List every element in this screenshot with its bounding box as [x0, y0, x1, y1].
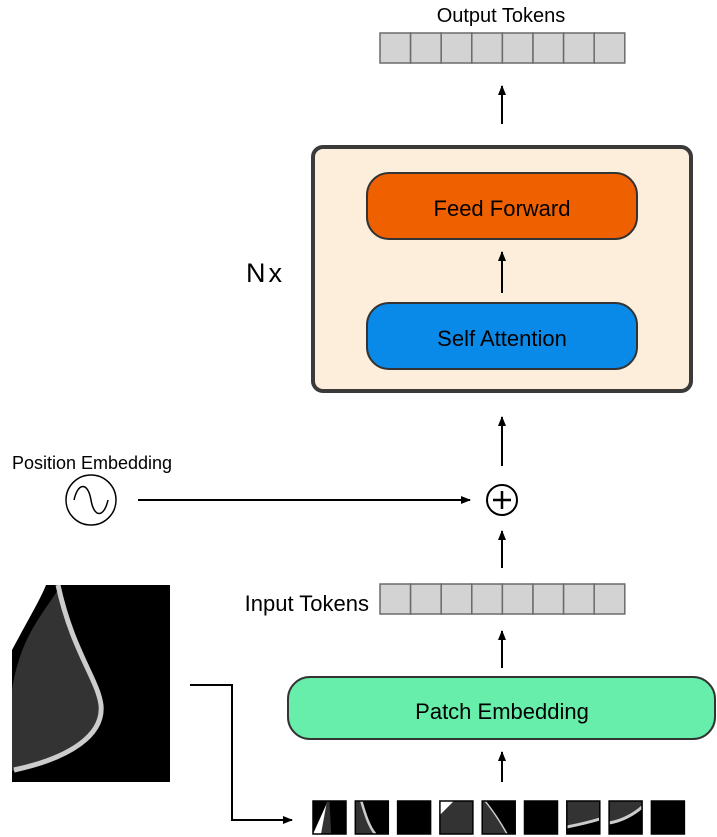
image-patch: [650, 800, 686, 835]
image-patch: [396, 800, 432, 835]
self-attention-box: [366, 302, 638, 370]
feed-forward-box: [366, 172, 638, 240]
output-token: [409, 32, 442, 64]
image-patch: [354, 800, 390, 835]
input-token: [562, 583, 595, 615]
position-embedding-label: Position Embedding: [12, 453, 172, 473]
sine-wave-icon: [65, 474, 117, 526]
input-token: [440, 583, 473, 615]
output-tokens-label: Output Tokens: [437, 5, 566, 27]
transformer-block: Nx Feed Forward Self Attention: [246, 145, 693, 393]
input-token: [409, 583, 442, 615]
feed-forward-label: Feed Forward: [434, 196, 571, 221]
patch-embedding-box: [287, 676, 716, 740]
input-token: [532, 583, 565, 615]
input-tokens-label: Input Tokens: [245, 591, 369, 616]
input-token: [471, 583, 504, 615]
image-patch: [481, 800, 516, 835]
image-patch: [523, 800, 559, 835]
output-token: [501, 32, 534, 64]
output-token-row: [379, 32, 626, 64]
output-token: [440, 32, 473, 64]
output-token: [471, 32, 504, 64]
input-token-row: [379, 583, 626, 615]
image-patch: [608, 800, 644, 835]
patch-row: [312, 800, 686, 835]
input-token: [379, 583, 412, 615]
input-image: [12, 585, 170, 782]
arrow-image-to-patches: [190, 684, 293, 824]
add-icon: [486, 484, 518, 516]
image-patch: [439, 800, 474, 835]
output-token: [379, 32, 412, 64]
repeat-count-label: Nx: [246, 258, 285, 288]
input-token: [593, 583, 626, 615]
self-attention-label: Self Attention: [437, 326, 567, 351]
input-token: [501, 583, 534, 615]
image-patch: [312, 800, 347, 835]
output-token: [532, 32, 565, 64]
output-token: [593, 32, 626, 64]
output-token: [562, 32, 595, 64]
image-patch: [566, 800, 601, 835]
patch-embedding-label: Patch Embedding: [415, 699, 589, 724]
